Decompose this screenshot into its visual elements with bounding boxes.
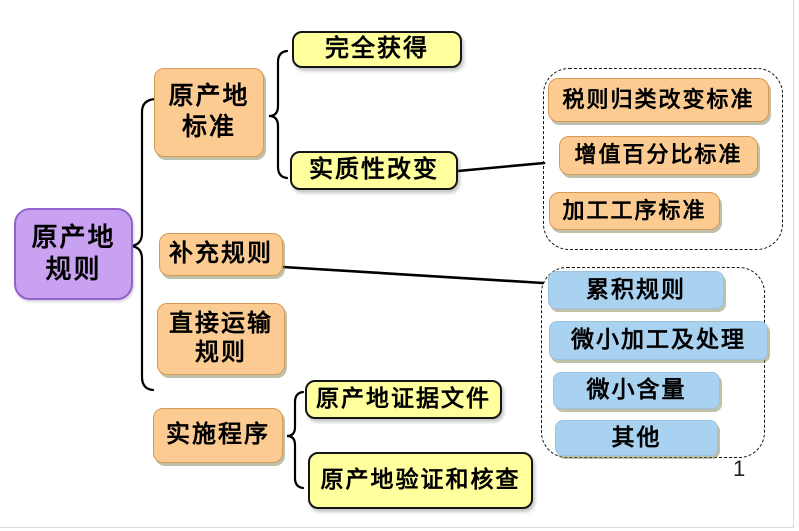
node-origin-evidence-documents: 原产地证据文件 xyxy=(305,380,502,419)
node-rules-of-origin-line2: 规则 xyxy=(45,255,102,284)
node-direct-transport-rules: 直接运输 规则 xyxy=(157,303,285,375)
node-supplementary-rules-label: 补充规则 xyxy=(169,240,273,267)
node-origin-criteria: 原产地 标准 xyxy=(154,68,264,157)
node-implementation-procedures-label: 实施程序 xyxy=(166,421,270,448)
node-direct-transport-line1: 直接运输 xyxy=(169,310,273,337)
node-implementation-procedures: 实施程序 xyxy=(153,408,283,463)
node-others: 其他 xyxy=(555,420,718,456)
slide-right-border xyxy=(793,0,794,528)
brace-origin-criteria xyxy=(268,49,289,180)
node-minimal-processing: 微小加工及处理 xyxy=(549,321,768,360)
slide-bottom-border xyxy=(0,527,794,528)
node-supplementary-rules: 补充规则 xyxy=(159,233,283,276)
node-origin-evidence-documents-label: 原产地证据文件 xyxy=(316,386,491,412)
node-de-minimis: 微小含量 xyxy=(553,372,720,409)
node-substantial-transformation-label: 实质性改变 xyxy=(309,156,439,183)
node-origin-criteria-line2: 标准 xyxy=(181,113,236,141)
page-number: 1 xyxy=(733,456,746,481)
node-processing-operation: 加工工序标准 xyxy=(549,192,720,230)
node-rules-of-origin-line1: 原产地 xyxy=(31,223,116,253)
node-origin-criteria-line1: 原产地 xyxy=(168,83,250,110)
node-direct-transport-line2: 规则 xyxy=(195,340,247,366)
node-rules-of-origin: 原产地 规则 xyxy=(14,208,133,300)
group-substantial-criteria xyxy=(543,68,783,250)
connector-substantial-to-group xyxy=(456,161,546,173)
node-de-minimis-label: 微小含量 xyxy=(586,377,687,403)
node-cumulation-label: 累积规则 xyxy=(586,276,686,302)
node-others-label: 其他 xyxy=(611,424,662,450)
node-value-added-percentage-label: 增值百分比标准 xyxy=(574,142,743,168)
node-wholly-obtained-label: 完全获得 xyxy=(325,35,429,62)
node-value-added-percentage: 增值百分比标准 xyxy=(559,136,758,175)
node-wholly-obtained: 完全获得 xyxy=(292,31,462,68)
node-processing-operation-label: 加工工序标准 xyxy=(562,197,707,223)
node-substantial-transformation: 实质性改变 xyxy=(290,151,458,190)
group-supplementary-rules xyxy=(541,267,765,458)
node-minimal-processing-label: 微小加工及处理 xyxy=(571,327,746,353)
node-origin-verification-and-check-label: 原产地验证和核查 xyxy=(320,467,521,493)
node-tariff-classification-change: 税则归类改变标准 xyxy=(548,78,769,122)
brace-implementation-procedures xyxy=(286,390,305,490)
node-cumulation: 累积规则 xyxy=(548,271,724,309)
connector-supplementary-to-group xyxy=(281,265,545,285)
node-tariff-classification-change-label: 税则归类改变标准 xyxy=(562,86,755,112)
node-origin-verification-and-check: 原产地验证和核查 xyxy=(308,452,533,509)
